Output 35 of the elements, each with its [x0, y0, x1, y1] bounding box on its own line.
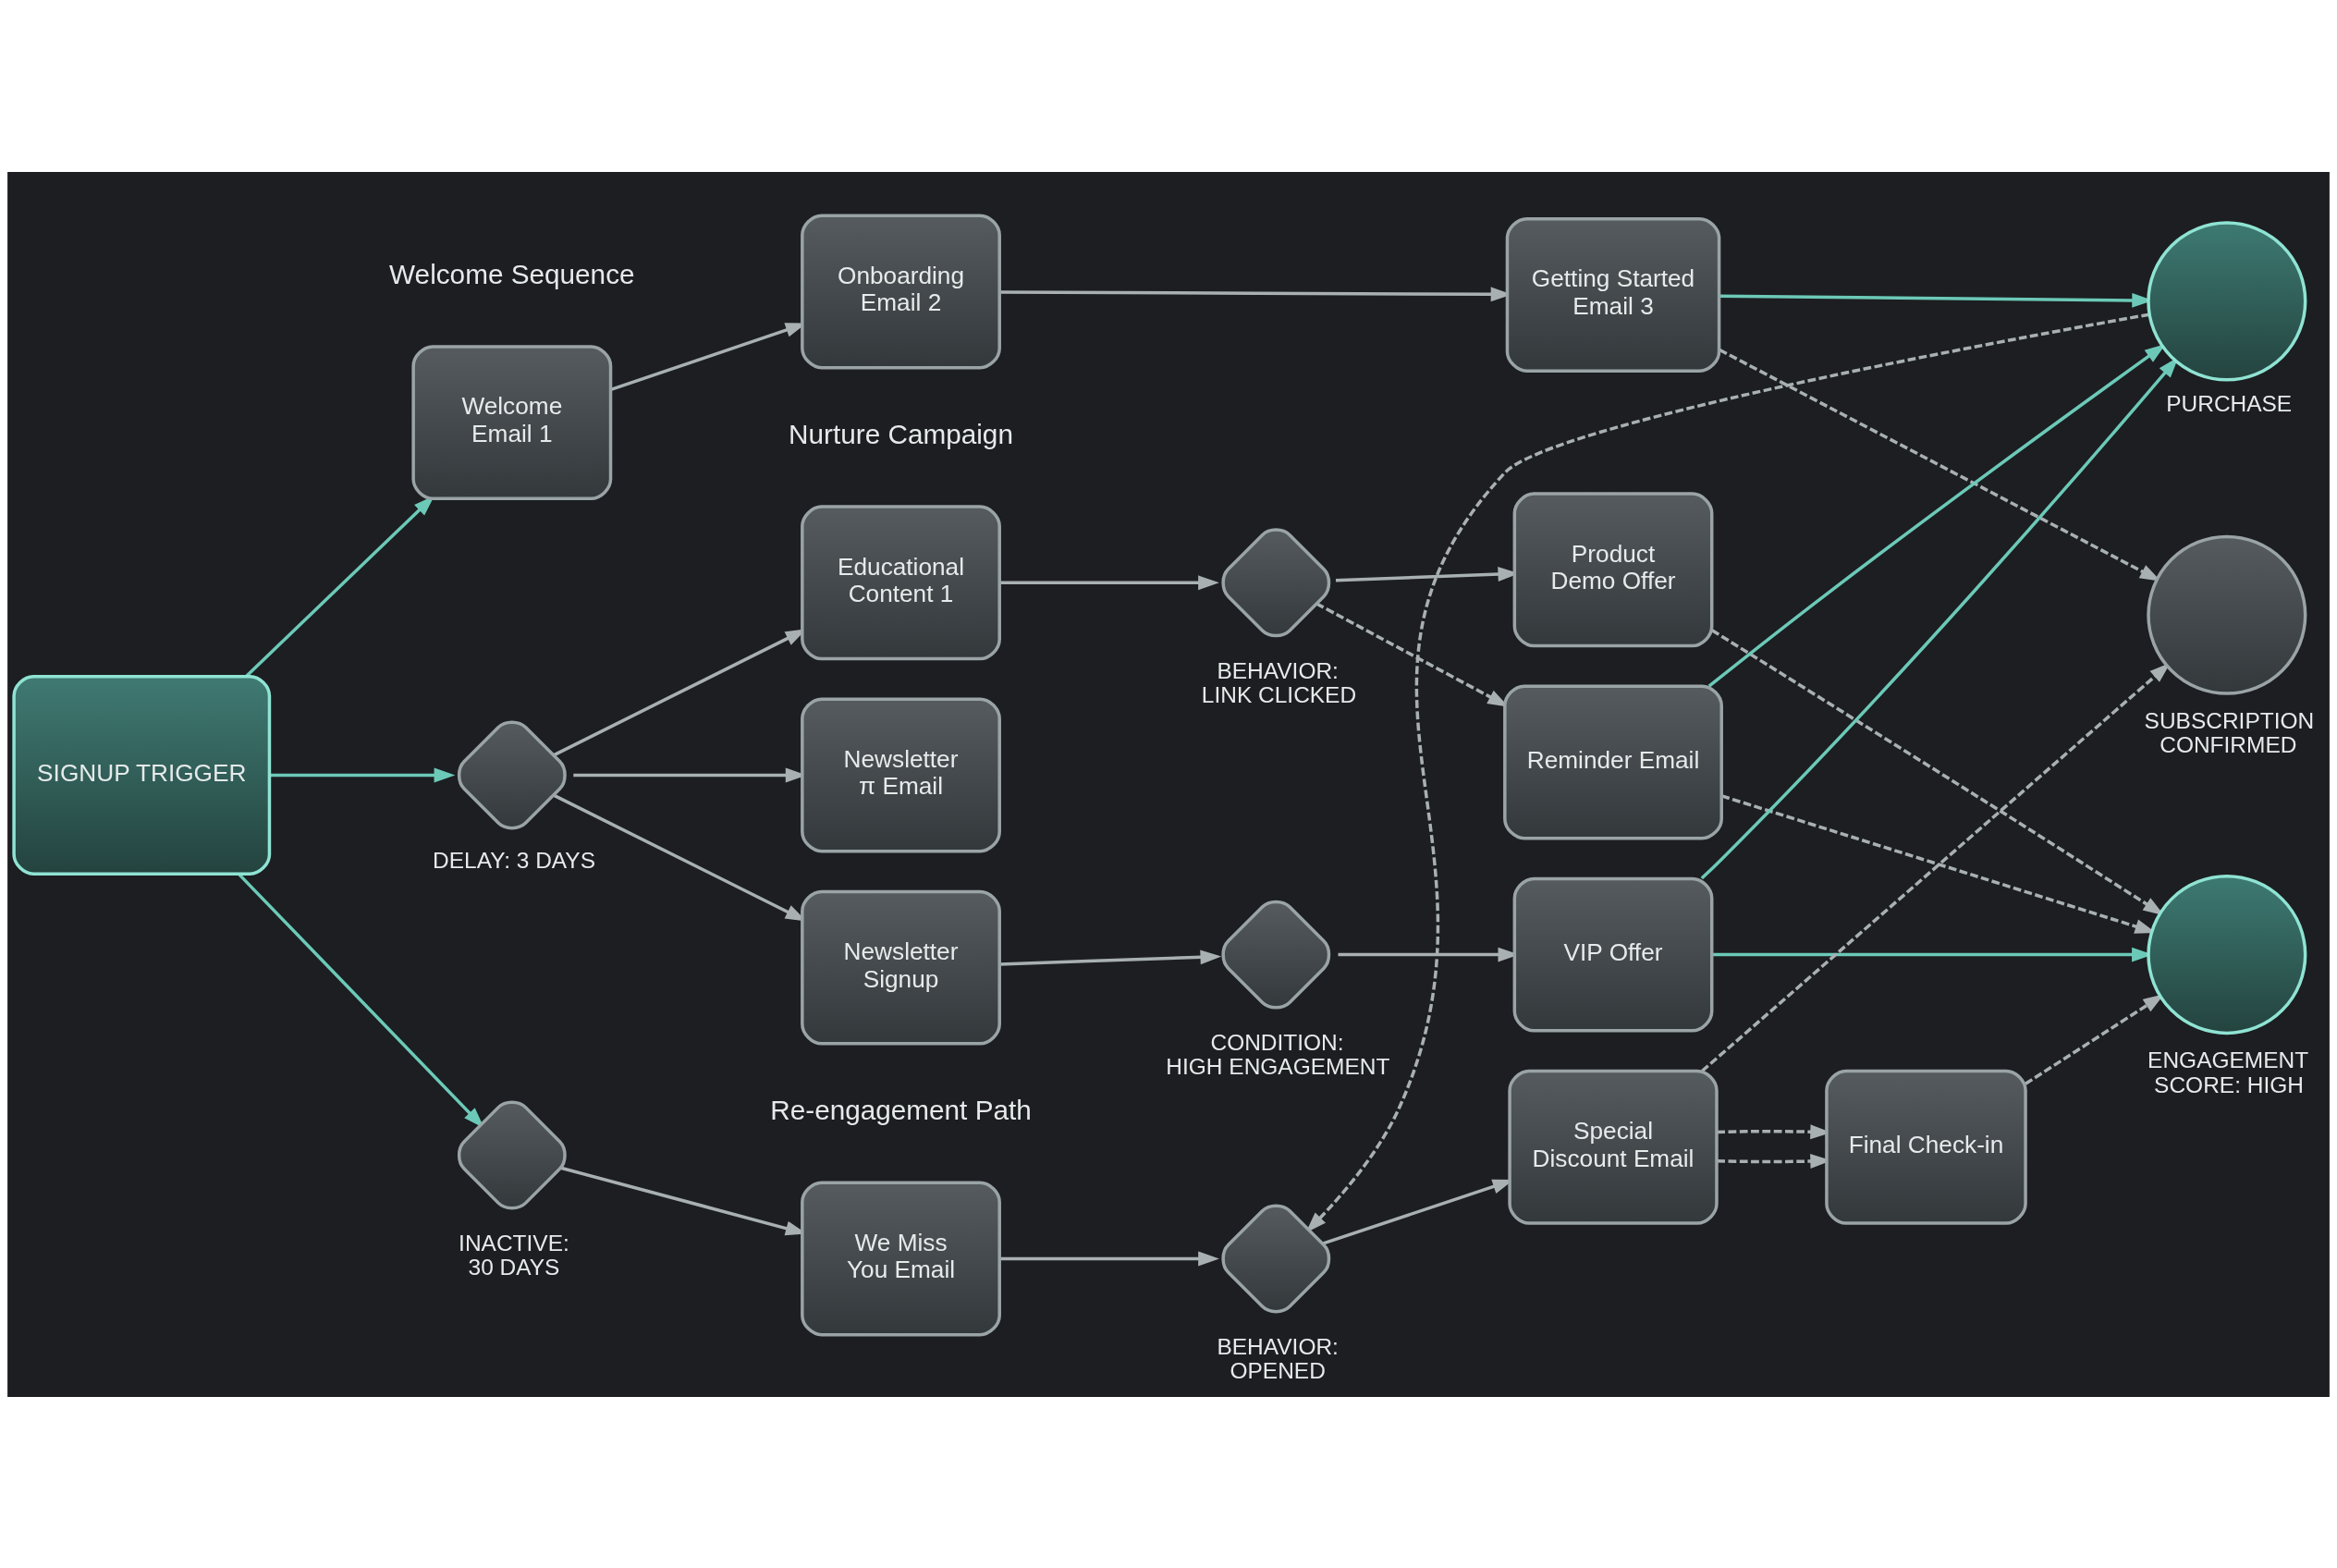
- node-box: Newsletter Signup: [801, 889, 1001, 1046]
- node-box: Final Check-in: [1825, 1069, 2027, 1225]
- node-diamond: [1221, 900, 1331, 1010]
- node-label: ENGAGEMENT SCORE: HIGH: [2147, 1047, 2309, 1097]
- label: Welcome Sequence: [389, 258, 635, 289]
- node-label: SUBSCRIPTION CONFIRMED: [2144, 707, 2315, 757]
- node-diamond: [457, 720, 567, 829]
- arrow: [999, 574, 1219, 590]
- node-box: Onboarding Email 2: [801, 214, 1001, 369]
- node-box: Special Discount Email: [1508, 1069, 1719, 1225]
- node-box: Product Demo Offer: [1512, 491, 1714, 647]
- arrow: [1305, 312, 2150, 1232]
- node-box: Reminder Email: [1503, 684, 1723, 839]
- node-box: We Miss You Email: [801, 1181, 1001, 1336]
- arrow: [999, 949, 1222, 966]
- node-label: CONDITION: HIGH ENGAGEMENT: [1166, 1029, 1390, 1079]
- node-diamond: [1221, 1204, 1331, 1313]
- label: Re-engagement Path: [770, 1094, 1032, 1125]
- node-label: DELAY: 3 DAYS: [433, 847, 596, 872]
- node-label: BEHAVIOR: OPENED: [1217, 1333, 1339, 1383]
- node-box: VIP Offer: [1512, 876, 1714, 1033]
- label: Nurture Campaign: [789, 418, 1013, 449]
- node-diamond: [1221, 527, 1331, 637]
- node-label: PURCHASE: [2166, 390, 2293, 416]
- node-diamond: [457, 1100, 567, 1209]
- node-circle: [2147, 874, 2307, 1035]
- node-box: Welcome Email 1: [411, 344, 613, 500]
- node-label: BEHAVIOR: LINK CLICKED: [1201, 657, 1357, 707]
- arrow: [269, 766, 456, 782]
- node-box: Getting Started Email 3: [1505, 216, 1721, 373]
- node-box: Educational Content 1: [801, 504, 1001, 660]
- node-label: INACTIVE: 30 DAYS: [459, 1230, 569, 1280]
- node-box: SIGNUP TRIGGER: [12, 674, 272, 876]
- node-box: Newsletter π Email: [801, 697, 1001, 852]
- arrow: [999, 1250, 1219, 1266]
